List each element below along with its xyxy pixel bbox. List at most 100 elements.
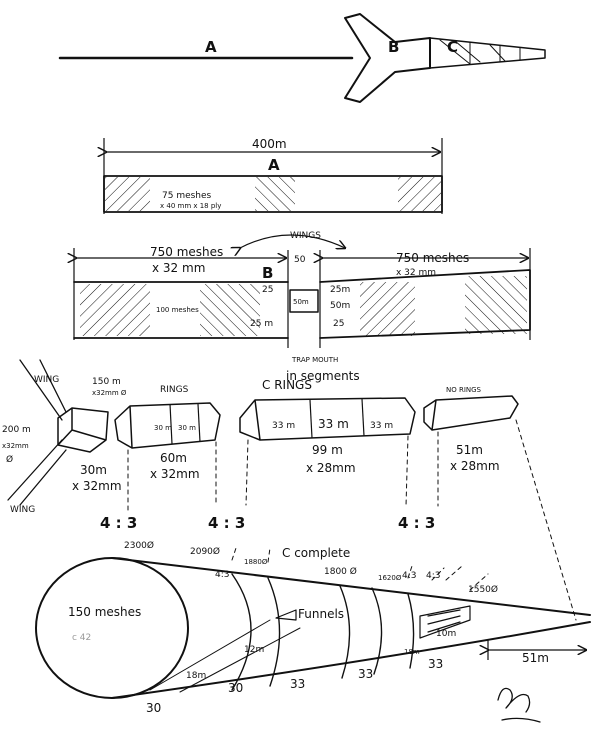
box4-length: 51m <box>456 443 483 457</box>
meshes-150: 150 meshes <box>68 605 141 619</box>
panel-b-mesh-3 <box>360 282 415 336</box>
panel-b-right-25m: 25m <box>330 285 350 295</box>
len-51m: 51m <box>522 651 549 665</box>
wing-bottom-strokes <box>7 439 67 506</box>
net-diagonals <box>149 619 301 693</box>
faint-mark: c 42 <box>72 633 91 643</box>
panel-b-box-50m: 50m <box>293 298 309 306</box>
left-phi: Ø <box>6 454 13 465</box>
panel-b-right-25: 25 <box>333 319 344 329</box>
panel-b-side-25: 25 <box>262 285 273 295</box>
panel-b-left-size: x 32 mm <box>152 261 205 275</box>
box2-b: 30 m <box>178 424 196 432</box>
bottom-33-c: 33 <box>428 657 443 671</box>
panel-b-wings: WINGS <box>290 231 321 241</box>
panel-b-center-50: 50 <box>294 255 306 265</box>
d-1880: 1880Ø <box>244 558 268 566</box>
panel-b-right-50m: 50m <box>330 301 350 311</box>
ratio-43-a: 4:3 <box>215 570 229 580</box>
left-200-label: 200 m <box>2 425 31 435</box>
panel-a-label: A <box>268 156 280 174</box>
panel-b-net <box>73 269 531 339</box>
panel-b-left-25m: 25 m <box>250 319 273 329</box>
cod-end <box>419 605 471 639</box>
wing-top-strokes <box>19 359 67 421</box>
overview-cone-c <box>429 37 546 69</box>
d-1800: 1800 Ø <box>324 566 357 577</box>
box2-divider-1 <box>169 403 173 445</box>
panel-a-mesh-right <box>398 177 441 211</box>
panel-b-mesh-2 <box>200 284 260 336</box>
d-2090: 2090Ø <box>190 546 220 557</box>
d-1550: 1550Ø <box>468 584 498 595</box>
overview-wings-b <box>344 13 431 103</box>
box3-b: 33 m <box>318 417 349 431</box>
panel-a-net <box>103 175 443 213</box>
top-150: 150 m <box>92 377 121 387</box>
wings-arc <box>240 234 345 248</box>
box2-a: 30 m <box>154 424 172 432</box>
net-ring-lines <box>231 573 415 691</box>
bottom-33-b: 33 <box>358 667 373 681</box>
wing-bottom-label: WING <box>10 505 35 515</box>
len-18m: 18m <box>186 671 206 681</box>
box2-length: 60m <box>160 451 187 465</box>
c-complete: C complete <box>282 546 350 560</box>
rings-1: RINGS <box>160 385 189 395</box>
box3-length: 99 m <box>312 443 343 457</box>
trap-mouth-label: TRAP MOUTH <box>291 356 338 364</box>
box1-length: 30m <box>80 463 107 477</box>
in-segments-label: in segments <box>286 369 360 383</box>
top-150-size: x32mm Ø <box>92 389 127 397</box>
box3-divider-1 <box>309 399 313 439</box>
left-200-size: x32mm <box>2 442 29 450</box>
panel-b-depth: 100 meshes <box>156 306 199 314</box>
overview-label-a: A <box>205 38 217 56</box>
segment-rings-box <box>114 402 221 449</box>
net-mouth-ellipse <box>35 557 189 699</box>
panel-b: WINGS 750 meshes x 32 mm 750 meshes x 32… <box>73 231 531 383</box>
box2-size: x 32mm <box>150 467 200 481</box>
segment-c-rings-box <box>239 397 416 441</box>
panel-a: 400m A 75 meshes x 40 mm x 18 ply <box>103 137 443 214</box>
panel-a-mesh-mid <box>255 177 295 211</box>
len-18m-b: 18m <box>404 648 420 656</box>
segments-row: WING WING 200 m x32mm Ø 30m x 32mm 150 m… <box>2 359 577 621</box>
panel-a-mesh-left <box>105 177 150 211</box>
panel-a-meshes: 75 meshes <box>162 191 212 201</box>
ring-leader-dashes <box>231 547 489 591</box>
panel-b-mesh-4 <box>465 276 527 334</box>
bottom-30-a: 30 <box>146 701 161 715</box>
wing-top-label: WING <box>34 375 59 385</box>
box3-size: x 28mm <box>306 461 356 475</box>
panel-a-length: 400m <box>252 137 287 151</box>
ratio-43-b: 4:3 <box>402 571 416 581</box>
funnel-shape <box>275 609 297 621</box>
box3-a: 33 m <box>272 421 295 431</box>
overview-cone-hatch <box>439 39 521 65</box>
segment-no-rings-box <box>423 395 519 431</box>
overview-sketch: A B C <box>58 13 546 103</box>
box1-size: x 32mm <box>72 479 122 493</box>
panel-b-right-size: x 32 mm <box>396 268 436 278</box>
net-body-outline <box>111 557 591 699</box>
panel-b-left-meshes: 750 meshes <box>150 245 223 259</box>
ratio-43-c: 4:3 <box>426 571 440 581</box>
overview-label-b: B <box>388 38 399 56</box>
len-12m: 12m <box>244 645 264 655</box>
signature <box>497 687 541 723</box>
panel-b-right-meshes: 750 meshes <box>396 251 469 265</box>
panel-a-mesh-spec: x 40 mm x 18 ply <box>160 202 221 210</box>
len-10m: 10m <box>436 629 456 639</box>
box2-divider-2 <box>197 403 201 443</box>
trap-mouth-box <box>289 289 319 313</box>
panel-b-label: B <box>262 264 273 282</box>
box3-divider-2 <box>361 398 365 437</box>
assembled-net: C complete 2300Ø 2090Ø 1880Ø 1800 Ø 1620… <box>35 540 591 715</box>
bottom-33-a: 33 <box>290 677 305 691</box>
rings-2: C RINGS <box>262 378 312 392</box>
d-1620: 1620Ø <box>378 574 402 582</box>
bottom-30-b: 30 <box>228 681 243 695</box>
